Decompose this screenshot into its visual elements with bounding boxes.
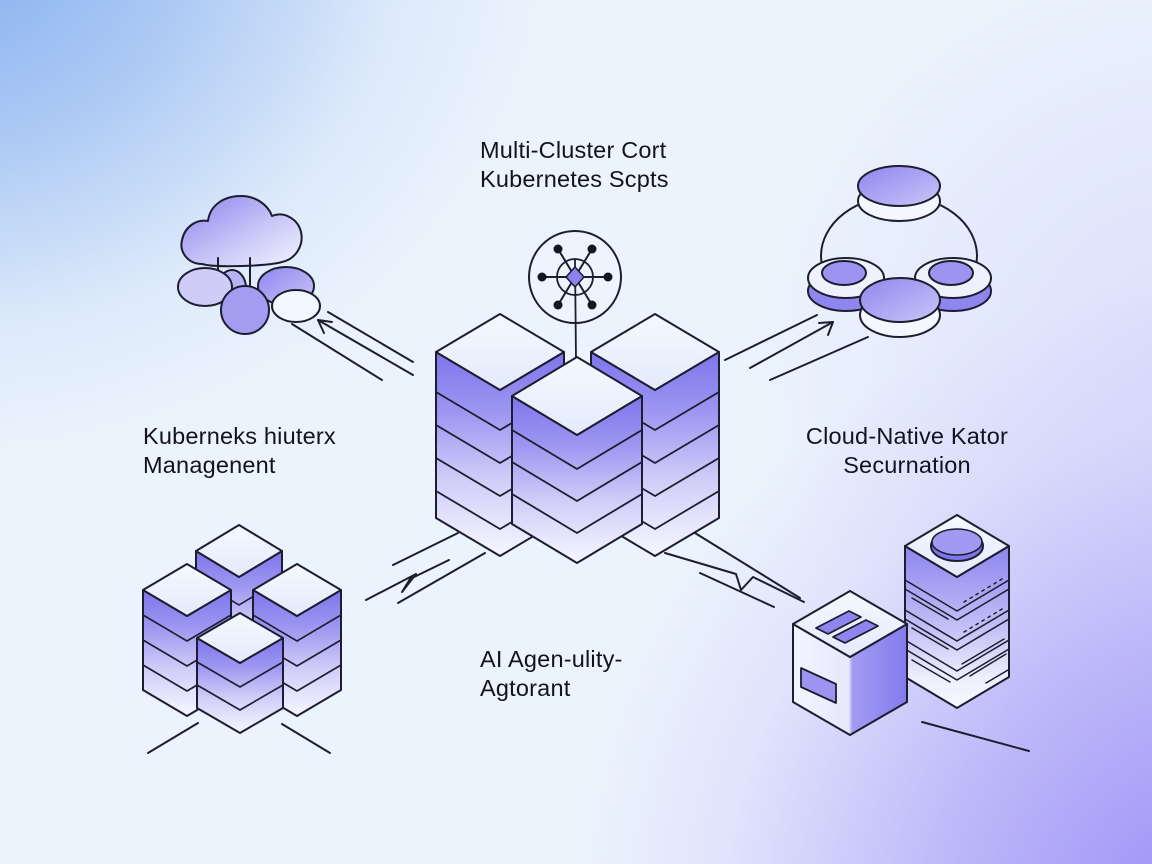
disc-button bbox=[928, 260, 974, 286]
box-top-stripe bbox=[815, 610, 862, 635]
arrow-bottom-left bbox=[365, 532, 486, 604]
cloud-node-outline bbox=[271, 289, 321, 323]
ground-line bbox=[281, 723, 331, 754]
label-top-multi-cluster: Multi-Cluster Cort Kubernetes Scpts bbox=[480, 136, 669, 194]
server-tower-center bbox=[511, 356, 643, 564]
label-bottom-ai-agent: AI Agen-ulity- Agtorant bbox=[480, 645, 623, 703]
arrow-bottom-right bbox=[664, 532, 805, 608]
disc-top bbox=[859, 277, 941, 323]
zigzag-arrow bbox=[664, 552, 805, 603]
label-line: Securnation bbox=[843, 452, 971, 478]
label-line: Cloud-Native Kator bbox=[805, 423, 1009, 449]
wheel-spoke-dots bbox=[537, 244, 613, 310]
box-top-face bbox=[792, 590, 908, 658]
box-top-stripe bbox=[832, 619, 879, 644]
tower-top-face bbox=[435, 313, 565, 391]
label-line: Multi-Cluster Cort bbox=[480, 137, 667, 163]
slab-lines bbox=[904, 579, 1010, 681]
cloud-shape bbox=[180, 195, 303, 268]
label-line: Agtorant bbox=[480, 675, 571, 701]
tower-top-face bbox=[590, 313, 720, 391]
storage-box-and-server-tower bbox=[792, 514, 1030, 752]
tower-top-button-face bbox=[931, 528, 983, 556]
kubernetes-helm-wheel-icon bbox=[528, 230, 622, 361]
disc-button bbox=[821, 260, 867, 286]
storage-box bbox=[792, 590, 908, 736]
tower-top-face bbox=[511, 356, 643, 436]
wheel-center-diamond bbox=[564, 265, 586, 289]
cloud-node bbox=[220, 285, 270, 335]
vent-lines-left bbox=[911, 597, 951, 683]
tower-layer-lines bbox=[511, 429, 643, 534]
ground-line bbox=[147, 722, 199, 754]
server-stack-towers bbox=[435, 313, 720, 564]
label-line: Kuberneks hiuterx bbox=[143, 423, 336, 449]
cube-front bbox=[196, 612, 284, 734]
arrow-top-left bbox=[291, 311, 414, 381]
label-line: AI Agen-ulity- bbox=[480, 646, 623, 672]
box-front-slot bbox=[800, 667, 837, 704]
cloud-cluster-icon bbox=[177, 195, 321, 335]
ground-line bbox=[921, 721, 1030, 752]
label-line: Managenent bbox=[143, 452, 276, 478]
zigzag-arrow bbox=[365, 559, 450, 601]
label-right-cloud-native: Cloud-Native Kator Securnation bbox=[782, 422, 1032, 480]
mini-server-tower bbox=[904, 514, 1010, 709]
label-left-management: Kuberneks hiuterx Managenent bbox=[143, 422, 336, 480]
base-lines-right bbox=[961, 638, 1009, 684]
disc-top bbox=[857, 165, 941, 207]
cube-cluster-stacks bbox=[142, 524, 342, 754]
cloud-node bbox=[177, 267, 233, 307]
arrowhead bbox=[317, 319, 333, 334]
label-line: Kubernetes Scpts bbox=[480, 166, 669, 192]
arrow-top-right bbox=[724, 314, 869, 381]
arrowhead bbox=[818, 321, 834, 336]
node-discs-icon bbox=[807, 165, 992, 338]
